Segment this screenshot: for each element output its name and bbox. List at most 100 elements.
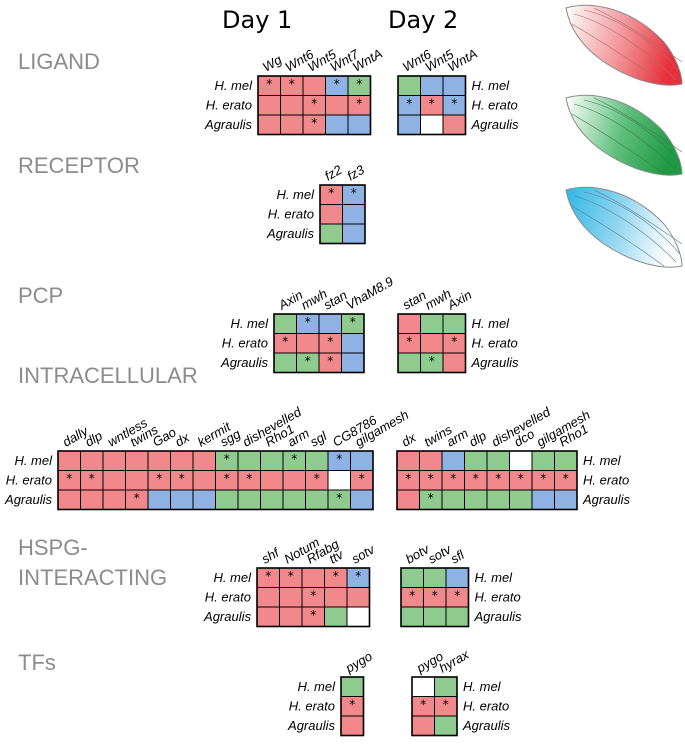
heatmap-cell	[327, 470, 351, 491]
gene-label: fz2	[322, 162, 345, 184]
gene-label: hyrax	[436, 646, 471, 675]
heatmap-cell	[102, 489, 126, 510]
heatmap-cell	[324, 587, 348, 608]
significance-star: *	[305, 354, 311, 368]
heatmap-cell	[282, 470, 306, 491]
significance-star: *	[156, 472, 162, 486]
heatmap-cell	[464, 489, 488, 510]
heatmap-cell	[319, 204, 343, 225]
significance-star: *	[179, 472, 185, 486]
heatmap-cell	[423, 606, 447, 627]
heatmap-cell	[350, 489, 374, 510]
heatmap-cell	[509, 450, 533, 471]
heatmap-cell	[302, 75, 326, 96]
species-label: Agraulis	[471, 117, 519, 132]
heatmap-cell	[237, 489, 261, 510]
gene-label: sfl	[448, 547, 468, 567]
species-label: H. erato	[583, 473, 629, 488]
gene-label: fz3	[344, 162, 367, 184]
species-label: H. erato	[205, 590, 251, 605]
heatmap-cell	[554, 450, 578, 471]
grid-border	[319, 184, 366, 245]
heatmap-cell	[341, 333, 365, 354]
grid-border	[340, 676, 365, 737]
significance-star: *	[350, 315, 356, 329]
heatmap-cell	[147, 450, 171, 471]
heatmap-cell	[282, 489, 306, 510]
significance-star: *	[224, 452, 230, 466]
heatmap-cell	[57, 450, 81, 471]
significance-star: *	[450, 472, 456, 486]
species-label: H. mel	[230, 316, 269, 331]
species-label: Agraulis	[203, 609, 251, 624]
day2-header: Day 2	[388, 6, 458, 34]
heatmap-cell	[170, 450, 194, 471]
heatmap-cell	[260, 489, 284, 510]
species-label: Agraulis	[220, 355, 268, 370]
species-label: H. mel	[214, 78, 253, 93]
significance-star: *	[495, 472, 501, 486]
section-title-pcp: PCP	[18, 283, 63, 308]
heatmap-cell	[257, 114, 281, 135]
heatmap-cell	[102, 450, 126, 471]
heatmap-cell	[273, 352, 297, 373]
gene-label: dlp	[466, 428, 489, 450]
heatmap-cell	[464, 450, 488, 471]
section-title-receptor: RECEPTOR	[18, 153, 140, 178]
heatmap-cell	[411, 676, 435, 697]
species-label: Agraulis	[474, 609, 522, 624]
heatmap-cell	[319, 223, 343, 244]
section-title-intracellular: INTRACELLULAR	[18, 363, 198, 388]
significance-star: *	[334, 77, 340, 91]
significance-star: *	[429, 354, 435, 368]
species-label: H. mel	[276, 187, 315, 202]
heatmap-cell	[324, 606, 348, 627]
heatmap-cell	[397, 352, 421, 373]
species-label: H. mel	[472, 316, 511, 331]
heatmap-cell	[80, 450, 104, 471]
significance-star: *	[288, 569, 294, 583]
section-title-hspg-line2: INTERACTING	[18, 565, 167, 590]
gene-label: dx	[399, 429, 419, 449]
heatmap-cell	[445, 606, 469, 627]
grid-border	[273, 313, 365, 374]
significance-star: *	[289, 77, 295, 91]
heatmap-cell	[215, 489, 239, 510]
grid-border	[400, 567, 470, 628]
heatmap-cell	[57, 489, 81, 510]
heatmap-cell	[192, 450, 216, 471]
gene-label: VhaM8.9	[343, 274, 396, 313]
heatmap-cell	[280, 95, 304, 116]
species-label: H. erato	[206, 98, 252, 113]
heatmap-cell	[486, 489, 510, 510]
heatmap-cell	[273, 313, 297, 334]
significance-star: *	[336, 452, 342, 466]
heatmap-cell	[396, 489, 420, 510]
heatmap-cell	[419, 450, 443, 471]
significance-star: *	[328, 186, 334, 200]
significance-star: *	[310, 589, 316, 603]
heatmap-cell	[486, 450, 510, 471]
species-label: H. mel	[583, 453, 622, 468]
heatmap-cell	[554, 489, 578, 510]
heatmap-cell	[296, 333, 320, 354]
heatmap-cell	[325, 114, 349, 135]
heatmap-cell	[420, 313, 444, 334]
species-label: H. erato	[472, 336, 518, 351]
significance-star: *	[310, 608, 316, 622]
significance-star: *	[429, 97, 435, 111]
gene-label: sotv	[349, 541, 378, 567]
heatmap-cell	[279, 587, 303, 608]
significance-star: *	[327, 354, 333, 368]
grid-border	[256, 567, 371, 628]
heatmap-cell	[441, 450, 465, 471]
